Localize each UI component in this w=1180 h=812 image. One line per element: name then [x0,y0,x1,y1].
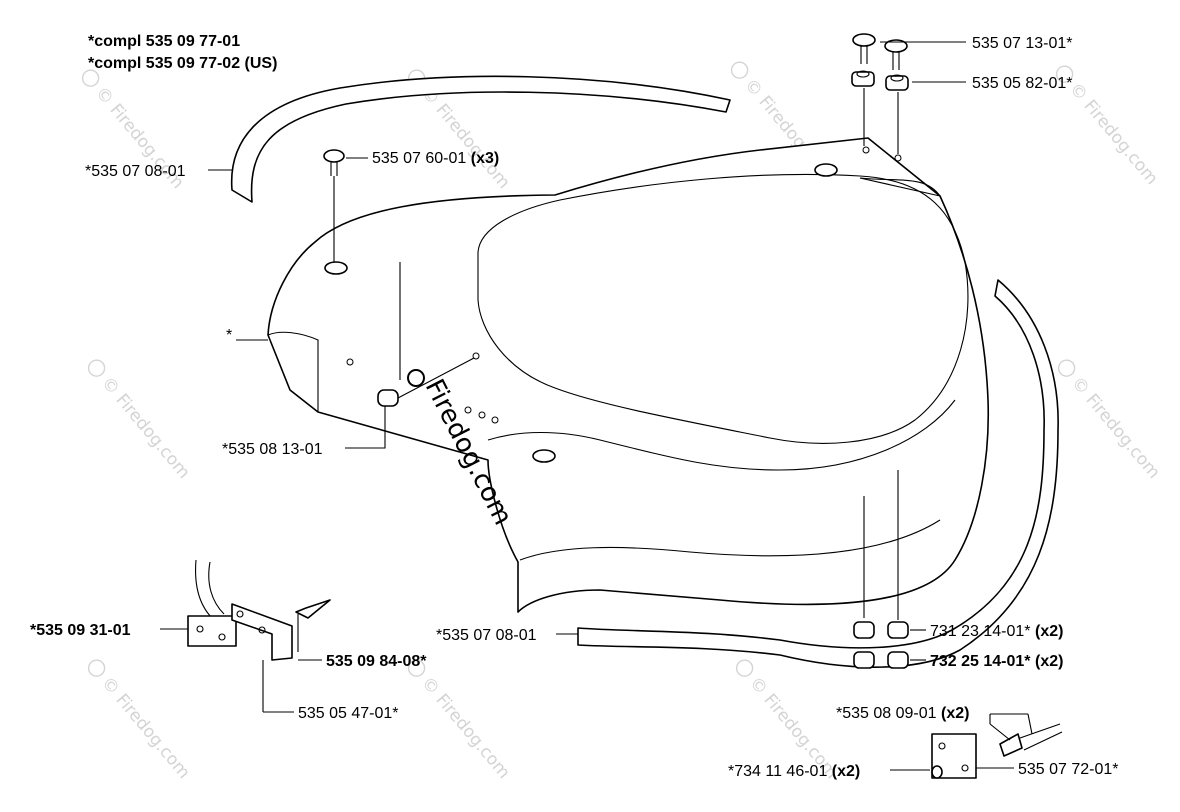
callout-nut-731: 731 23 14-01* (x2) [930,623,1063,640]
bracket-assembly-left [187,559,331,712]
callout-nut-732: 732 25 14-01* (x2) [930,653,1063,670]
svg-text:© Firedog.com: © Firedog.com [417,83,514,193]
callout-screw-cover: 535 07 60-01 (x3) [372,150,499,167]
assembly-title: *compl 535 09 77-01 *compl 535 09 77-02 … [88,33,277,72]
callout-bracket-left: *535 09 31-01 [30,622,131,639]
nuts-stack [853,621,909,669]
callout-bolt-top: 535 07 13-01* [972,35,1073,52]
callout-plate-right: 535 07 72-01* [1018,761,1119,778]
plate-assembly-right [931,713,1063,779]
screw-cover-fastener [323,149,345,262]
nut-leaders [863,470,899,620]
svg-text:© Firedog.com: © Firedog.com [1065,79,1162,189]
callout-cover: * [226,327,232,344]
svg-text:© Firedog.com: © Firedog.com [97,673,194,783]
bolt-and-washer-top [851,33,909,154]
callout-pin-left: 535 09 84-08* [326,653,427,670]
callout-rivet-right: *535 08 09-01 (x2) [836,705,969,722]
trim-strip-top [230,75,731,203]
knob-fastener [377,357,475,407]
callout-washer-top: 535 05 82-01* [972,75,1073,92]
callouts: *535 07 08-01 535 07 60-01 (x3) 535 07 1… [30,35,1119,780]
trim-strip-right [577,279,1059,668]
title-line-1: *compl 535 09 77-01 [88,33,240,50]
callout-trim-top: *535 07 08-01 [85,163,186,180]
svg-text:© Firedog.com: © Firedog.com [1067,373,1164,483]
svg-text:© Firedog.com: © Firedog.com [417,673,514,783]
callout-washer-right: *734 11 46-01 (x2) [728,763,860,780]
main-cover [267,137,990,613]
callout-trim-bottom: *535 07 08-01 [436,627,537,644]
svg-text:© Firedog.com: © Firedog.com [97,373,194,483]
callout-knob: *535 08 13-01 [222,441,323,458]
callout-bracket-pin: 535 05 47-01* [298,705,399,722]
title-line-2: *compl 535 09 77-02 (US) [88,55,277,72]
